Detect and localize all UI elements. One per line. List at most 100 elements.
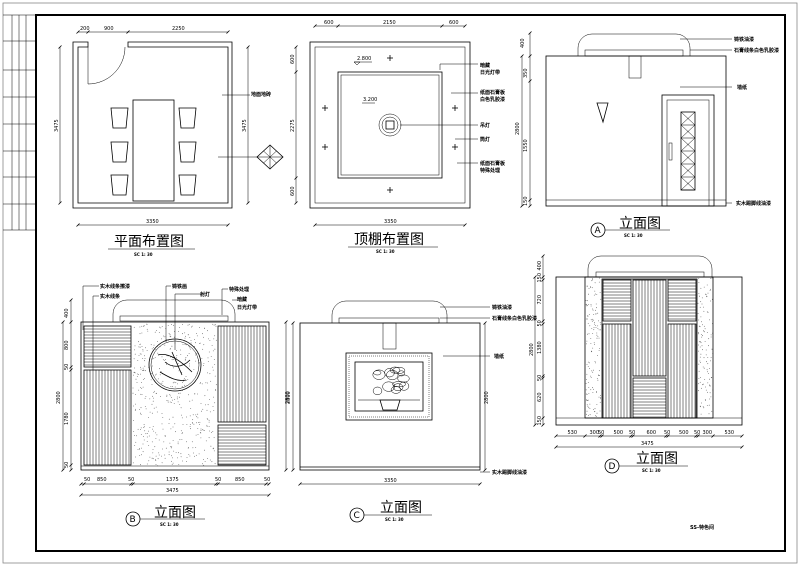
stone-texture (158, 439, 160, 441)
stone-texture (182, 344, 184, 345)
line (680, 150, 696, 165)
stone-texture (144, 430, 146, 432)
dim: 50 (215, 477, 221, 483)
stone-texture (138, 341, 140, 343)
stone-texture (590, 343, 592, 344)
line (126, 30, 130, 34)
stone-texture (164, 344, 166, 346)
stone-texture (142, 386, 144, 388)
stone-texture (203, 430, 205, 431)
stone-texture (195, 447, 197, 448)
stone-texture (194, 455, 196, 457)
stone-texture (155, 406, 157, 408)
plan-title: 平面布置图 (114, 234, 184, 250)
stone-texture (197, 413, 199, 415)
stone-texture (142, 451, 144, 453)
stone-texture (703, 383, 704, 385)
stone-texture (595, 325, 597, 326)
label: 实木踢脚线油漆 (492, 469, 527, 476)
stone-texture (698, 390, 699, 392)
stone-texture (154, 357, 156, 358)
stone-texture (144, 378, 145, 379)
stone-texture (590, 304, 592, 305)
stone-texture (199, 327, 200, 328)
stone-texture (199, 383, 201, 384)
stone-texture (208, 338, 210, 340)
stone-texture (704, 379, 706, 380)
stone-texture (152, 449, 154, 450)
stone-texture (149, 456, 151, 458)
stone-texture (135, 403, 136, 405)
stone-texture (706, 369, 708, 371)
line (284, 320, 288, 324)
stone-texture (168, 451, 170, 453)
stone-texture (202, 333, 203, 335)
line (298, 482, 302, 486)
label: 纸面石膏板 (480, 89, 506, 96)
dim: 2800 (529, 343, 535, 356)
label: 日光灯带 (237, 304, 257, 311)
stone-texture (174, 399, 176, 400)
stone-texture (593, 327, 595, 328)
stone-texture (712, 298, 713, 300)
label: 实木线条 (100, 293, 120, 300)
stone-texture (586, 413, 587, 415)
scale: SC 1: 30 (376, 249, 395, 254)
stone-texture (209, 411, 211, 413)
line (284, 468, 288, 472)
stone-texture (206, 424, 208, 426)
stone-texture (139, 455, 141, 456)
stone-texture (592, 308, 593, 310)
stone-texture (707, 311, 709, 313)
stone-texture (701, 345, 703, 347)
stone-texture (207, 330, 208, 332)
dim: 400 (520, 38, 526, 48)
stone-texture (136, 376, 138, 377)
stone-texture (178, 392, 180, 394)
stone-texture (194, 339, 195, 340)
stone-texture (184, 332, 186, 334)
stone-texture (596, 391, 597, 392)
stone-texture (199, 343, 200, 344)
elevation-b: 850 1375 850 50 50 50 50 3475 400 800 50… (56, 283, 291, 527)
stone-texture (135, 408, 136, 410)
stone-texture (132, 387, 134, 389)
stone-texture (594, 290, 596, 292)
stone-texture (709, 368, 710, 369)
stone-texture (703, 331, 705, 333)
line (61, 320, 65, 324)
stone-texture (171, 455, 173, 457)
line (440, 24, 444, 28)
stone-texture (588, 387, 590, 388)
stone-texture (207, 404, 209, 406)
stone-texture (707, 357, 709, 358)
line (58, 201, 62, 205)
stone-texture (182, 333, 183, 335)
dim: 50 (64, 462, 70, 468)
dim: 3475 (242, 119, 248, 132)
stone-texture (201, 410, 202, 412)
stone-texture (187, 447, 189, 449)
stone-texture (589, 408, 591, 409)
stone-texture (164, 457, 166, 459)
dim: 2800 (285, 391, 291, 404)
stone-texture (595, 309, 596, 311)
stone-texture (173, 403, 175, 404)
line (520, 54, 524, 58)
stone-texture (196, 353, 198, 355)
stone-texture (585, 389, 587, 391)
stone-texture (133, 405, 134, 407)
stone-texture (148, 435, 150, 437)
stone-texture (214, 402, 216, 404)
dim: 50 (694, 430, 700, 436)
stone-texture (146, 350, 148, 351)
stone-texture (590, 319, 592, 321)
stone-texture (175, 431, 176, 433)
stone-texture (184, 343, 186, 345)
stone-texture (195, 354, 196, 356)
stone-texture (587, 361, 589, 363)
stone-texture (181, 414, 183, 416)
line (528, 204, 532, 208)
stone-texture (204, 328, 205, 329)
